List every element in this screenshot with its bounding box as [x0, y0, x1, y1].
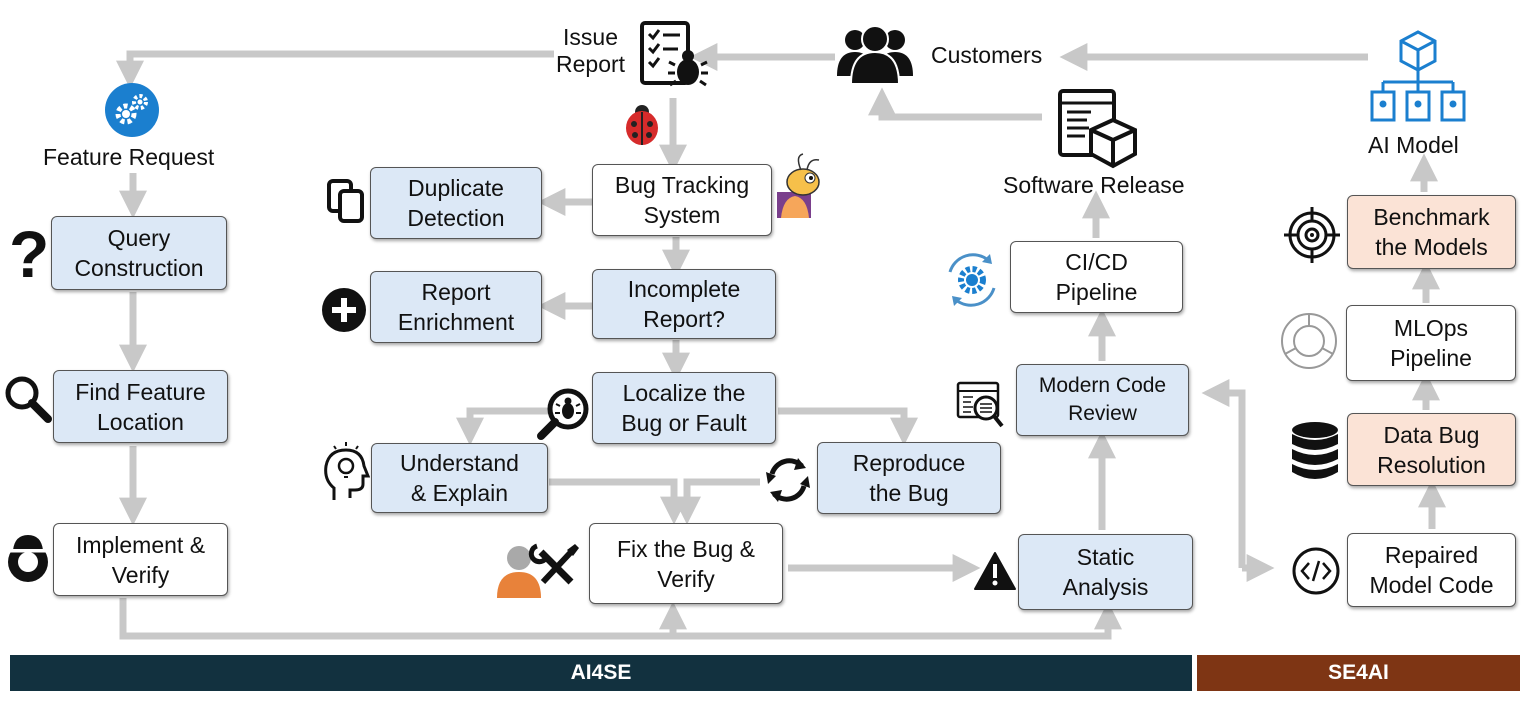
- ai4se-band: AI4SE: [10, 655, 1192, 691]
- cicd-gear-icon: [948, 253, 996, 307]
- query-construction-box[interactable]: Query Construction: [51, 216, 227, 290]
- database-icon: [1292, 422, 1338, 479]
- reproduce-bug-box[interactable]: Reproduce the Bug: [817, 442, 1001, 514]
- ai-model-hierarchy-icon: [1370, 30, 1466, 122]
- customers-label: Customers: [931, 42, 1043, 68]
- question-mark-icon: ?: [9, 217, 50, 291]
- incomplete-report-box[interactable]: Incomplete Report?: [592, 269, 776, 339]
- cycle-arrows-icon: [766, 458, 810, 502]
- cicd-pipeline-box[interactable]: CI/CD Pipeline: [1010, 241, 1183, 313]
- ai-model-label: AI Model: [1368, 132, 1459, 158]
- report-enrichment-box[interactable]: Report Enrichment: [370, 271, 542, 343]
- gears-icon: [105, 83, 159, 137]
- implement-verify-box[interactable]: Implement & Verify: [53, 523, 228, 596]
- data-bug-resolution-box[interactable]: Data Bug Resolution: [1347, 413, 1516, 486]
- copy-icon: [327, 179, 364, 223]
- bug-tracking-system-box[interactable]: Bug Tracking System: [592, 164, 772, 236]
- modern-code-review-box[interactable]: Modern Code Review: [1016, 364, 1189, 436]
- code-review-icon: [956, 381, 1004, 428]
- software-package-icon: [1058, 89, 1137, 169]
- ladybug-icon: [626, 105, 658, 145]
- ant-mascot-icon: [777, 153, 820, 218]
- target-icon: [1284, 207, 1340, 263]
- duplicate-detection-box[interactable]: Duplicate Detection: [370, 167, 542, 239]
- magnifier-bug-icon: [537, 388, 589, 440]
- engineer-tools-icon: [497, 543, 579, 598]
- code-brackets-icon: [1292, 547, 1340, 595]
- se4ai-band: SE4AI: [1197, 655, 1520, 691]
- plus-circle-icon: [322, 288, 366, 332]
- magnifier-icon: [5, 376, 52, 423]
- static-analysis-box[interactable]: Static Analysis: [1018, 534, 1193, 610]
- worker-helmet-icon: [8, 532, 48, 582]
- mlops-pipeline-box[interactable]: MLOps Pipeline: [1346, 305, 1516, 381]
- checklist-bug-icon: [640, 21, 708, 87]
- lightbulb-head-icon: [324, 442, 370, 500]
- repaired-model-code-box[interactable]: Repaired Model Code: [1347, 533, 1516, 607]
- find-feature-location-box[interactable]: Find Feature Location: [53, 370, 228, 443]
- circle-cycle-icon: [1281, 313, 1337, 369]
- understand-explain-box[interactable]: Understand & Explain: [371, 443, 548, 513]
- warning-icon: [974, 552, 1016, 590]
- feature-request-label: Feature Request: [43, 144, 215, 170]
- issue-report-label: Issue Report: [556, 24, 626, 77]
- fix-bug-verify-box[interactable]: Fix the Bug & Verify: [589, 523, 783, 604]
- people-group-icon: [837, 25, 913, 85]
- localize-bug-box[interactable]: Localize the Bug or Fault: [592, 372, 776, 444]
- software-release-label: Software Release: [1003, 172, 1185, 198]
- benchmark-models-box[interactable]: Benchmark the Models: [1347, 195, 1516, 269]
